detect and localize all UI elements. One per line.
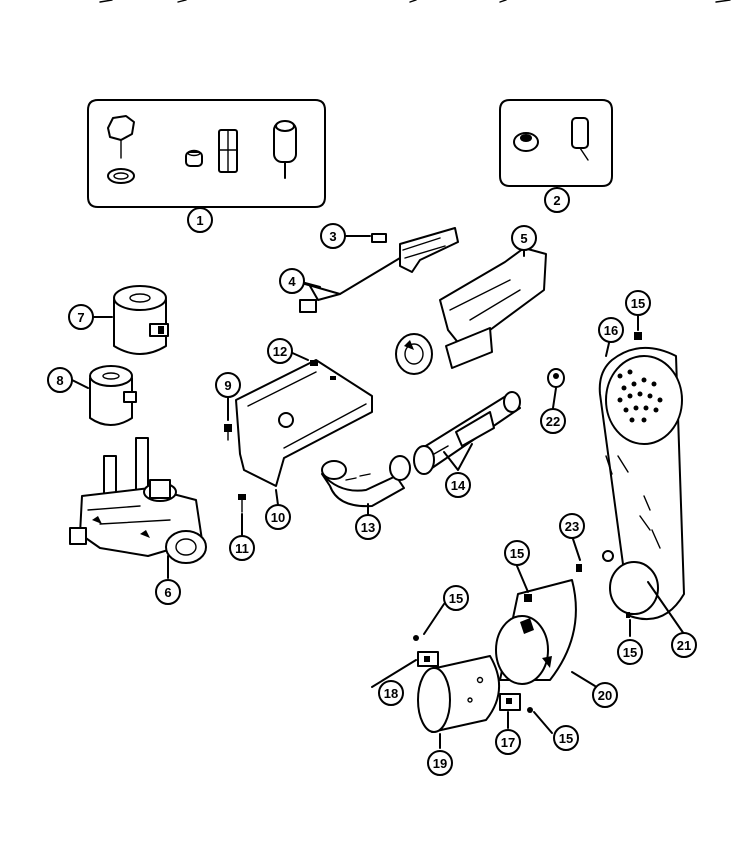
svg-text:17: 17 <box>501 735 515 750</box>
igniter-assembly <box>395 247 547 375</box>
svg-text:14: 14 <box>451 478 466 493</box>
kit-2-group <box>499 99 613 193</box>
grommet-22 <box>547 368 565 388</box>
svg-text:9: 9 <box>224 378 231 393</box>
burner-tube <box>413 391 521 475</box>
svg-text:2: 2 <box>553 193 560 208</box>
svg-text:8: 8 <box>56 373 63 388</box>
solenoid-coil-7 <box>113 285 169 355</box>
callout-21: 21 <box>671 632 697 658</box>
svg-text:10: 10 <box>271 510 285 525</box>
svg-text:16: 16 <box>604 323 618 338</box>
callout-20: 20 <box>592 682 618 708</box>
callout-8: 8 <box>47 367 73 393</box>
svg-text:6: 6 <box>164 585 171 600</box>
svg-text:15: 15 <box>510 546 524 561</box>
callout-11: 11 <box>229 535 255 561</box>
callout-7: 7 <box>68 304 94 330</box>
solenoid-coil-8 <box>89 365 137 426</box>
thermal-fuses <box>413 635 533 713</box>
svg-text:15: 15 <box>631 296 645 311</box>
callout-22: 22 <box>540 408 566 434</box>
svg-text:1: 1 <box>196 213 203 228</box>
callout-14: 14 <box>445 472 471 498</box>
svg-text:15: 15 <box>623 645 637 660</box>
svg-text:12: 12 <box>273 344 287 359</box>
small-screws <box>524 332 642 618</box>
callout-3: 3 <box>320 223 346 249</box>
callout-4: 4 <box>279 268 305 294</box>
svg-text:11: 11 <box>235 541 249 556</box>
svg-text:23: 23 <box>565 519 579 534</box>
callout-19: 19 <box>427 750 453 776</box>
callout-10: 10 <box>265 504 291 530</box>
svg-text:5: 5 <box>520 231 527 246</box>
burner-housing <box>495 579 577 685</box>
callout-23: 23 <box>559 513 585 539</box>
callout-5: 5 <box>511 225 537 251</box>
svg-text:15: 15 <box>449 591 463 606</box>
gas-tube-elbow <box>321 455 411 508</box>
gas-valve <box>69 437 207 564</box>
svg-text:22: 22 <box>546 414 560 429</box>
callouts: 1 2 3 4 5 6 7 8 9 10 11 12 13 14 15 15 1… <box>47 187 697 776</box>
callout-17: 17 <box>495 729 521 755</box>
callout-18: 18 <box>378 680 404 706</box>
callout-13: 13 <box>355 514 381 540</box>
callout-1: 1 <box>187 207 213 233</box>
svg-text:7: 7 <box>77 310 84 325</box>
svg-text:15: 15 <box>559 731 573 746</box>
callout-15-top: 15 <box>625 290 651 316</box>
svg-text:4: 4 <box>288 274 296 289</box>
leader-lines <box>71 235 685 749</box>
flame-sensor-bracket <box>297 227 459 313</box>
callout-15-left: 15 <box>443 585 469 611</box>
callout-2: 2 <box>544 187 570 213</box>
callout-15-housing: 15 <box>504 540 530 566</box>
callout-6: 6 <box>155 579 181 605</box>
kit-1-group <box>87 99 326 214</box>
svg-text:3: 3 <box>329 229 336 244</box>
svg-text:19: 19 <box>433 756 447 771</box>
combustion-chamber <box>417 655 501 733</box>
screws <box>224 360 318 513</box>
svg-text:21: 21 <box>677 638 691 653</box>
heater-cover <box>598 346 685 621</box>
valve-bracket <box>235 359 373 487</box>
callout-9: 9 <box>215 372 241 398</box>
svg-text:13: 13 <box>361 520 375 535</box>
callout-15-cover: 15 <box>617 639 643 665</box>
svg-text:20: 20 <box>598 688 612 703</box>
callout-12: 12 <box>267 338 293 364</box>
callout-16: 16 <box>598 317 624 343</box>
top-edge-marks <box>99 0 731 3</box>
svg-text:18: 18 <box>384 686 398 701</box>
callout-15-bottom: 15 <box>553 725 579 751</box>
